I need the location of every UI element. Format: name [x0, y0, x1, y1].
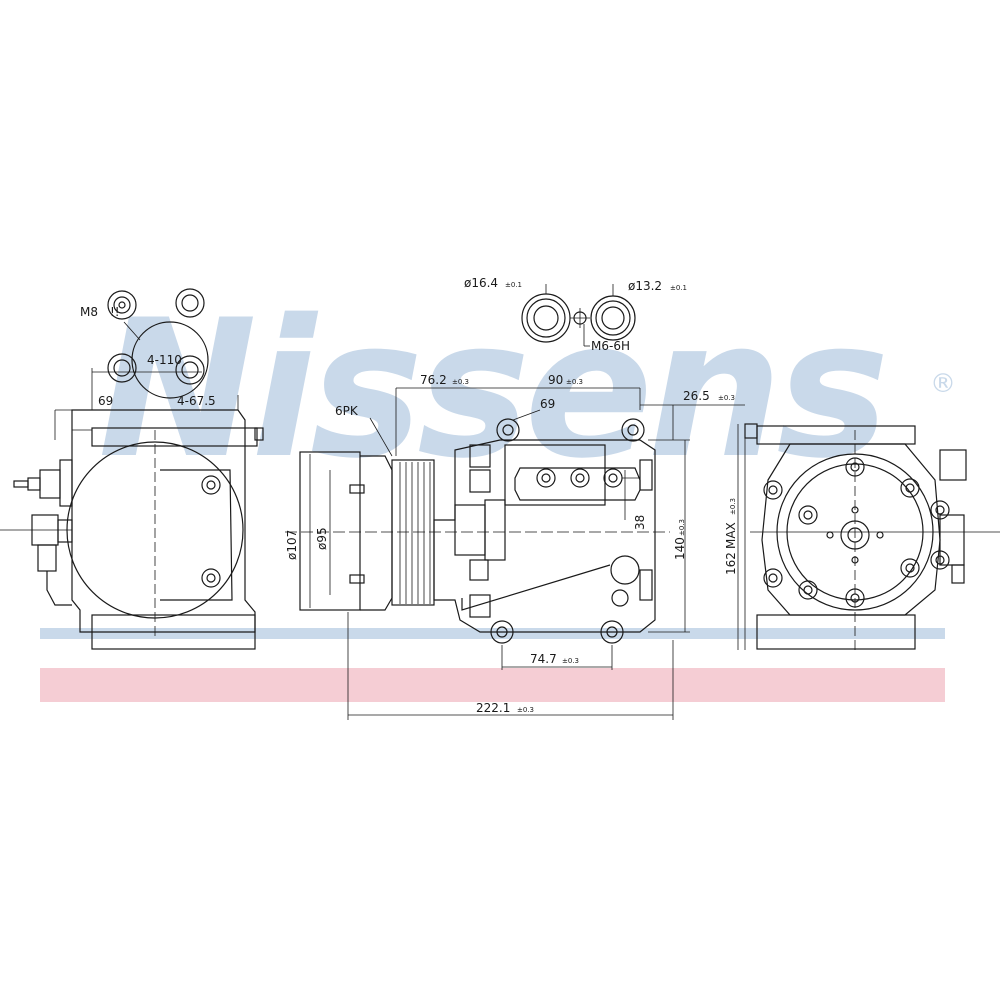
- thread-main-label: M8: [80, 305, 98, 319]
- thread-note-label: !!: [110, 305, 120, 319]
- watermark-red-band: [40, 668, 945, 702]
- side-view: 6PK 76.2 ±0.3 90 ±0.3 69 26.5 ±0.3 74.7 …: [285, 373, 745, 720]
- dim-222-1-tol: ±0.3: [517, 706, 534, 714]
- pulley-type: 6PK: [335, 404, 359, 418]
- left-view: M8 !! 4-110 69 4-67.5: [0, 288, 264, 650]
- dim-162-max: MAX: [724, 522, 738, 549]
- dim-90-tol: ±0.3: [566, 378, 583, 386]
- dim-140: 140: [673, 537, 687, 560]
- dim-140-tol: ±0.3: [678, 519, 686, 536]
- registered-mark: ®: [930, 369, 956, 399]
- right-view: 162 MAX ±0.3: [724, 423, 1000, 650]
- dia-95: ø95: [315, 527, 329, 550]
- watermark: Nissens ®: [40, 279, 956, 702]
- dim-69-left: 69: [98, 394, 113, 408]
- dim-222-1: 222.1: [476, 701, 510, 715]
- dim-76-2-tol: ±0.3: [452, 378, 469, 386]
- dim-74-7: 74.7: [530, 652, 557, 666]
- watermark-brand: Nissens: [98, 279, 884, 500]
- port-right-dia: ø13.2: [628, 279, 662, 293]
- dim-90: 90: [548, 373, 563, 387]
- dim-26-5-tol: ±0.3: [718, 394, 735, 402]
- dim-162: 162: [724, 552, 738, 575]
- port-right-tol: ±0.1: [670, 284, 687, 292]
- dim-76-2: 76.2: [420, 373, 447, 387]
- pulley-grooves: [399, 462, 431, 604]
- bolt-circle-label: 4-110: [147, 353, 182, 367]
- dim-26-5: 26.5: [683, 389, 710, 403]
- dim-74-7-tol: ±0.3: [562, 657, 579, 665]
- port-left-tol: ±0.1: [505, 281, 522, 289]
- port-detail: ø16.4 ±0.1 ø13.2 ±0.1 M6-6H: [464, 276, 687, 353]
- port-left-dia: ø16.4: [464, 276, 498, 290]
- dim-162-tol: ±0.3: [729, 498, 737, 515]
- dim-69-mid: 69: [540, 397, 555, 411]
- watermark-blue-band: [40, 628, 945, 639]
- port-thread: M6-6H: [591, 339, 630, 353]
- dim-38: 38: [633, 515, 647, 530]
- dim-4-67-5: 4-67.5: [177, 394, 216, 408]
- dia-107: ø107: [285, 530, 299, 560]
